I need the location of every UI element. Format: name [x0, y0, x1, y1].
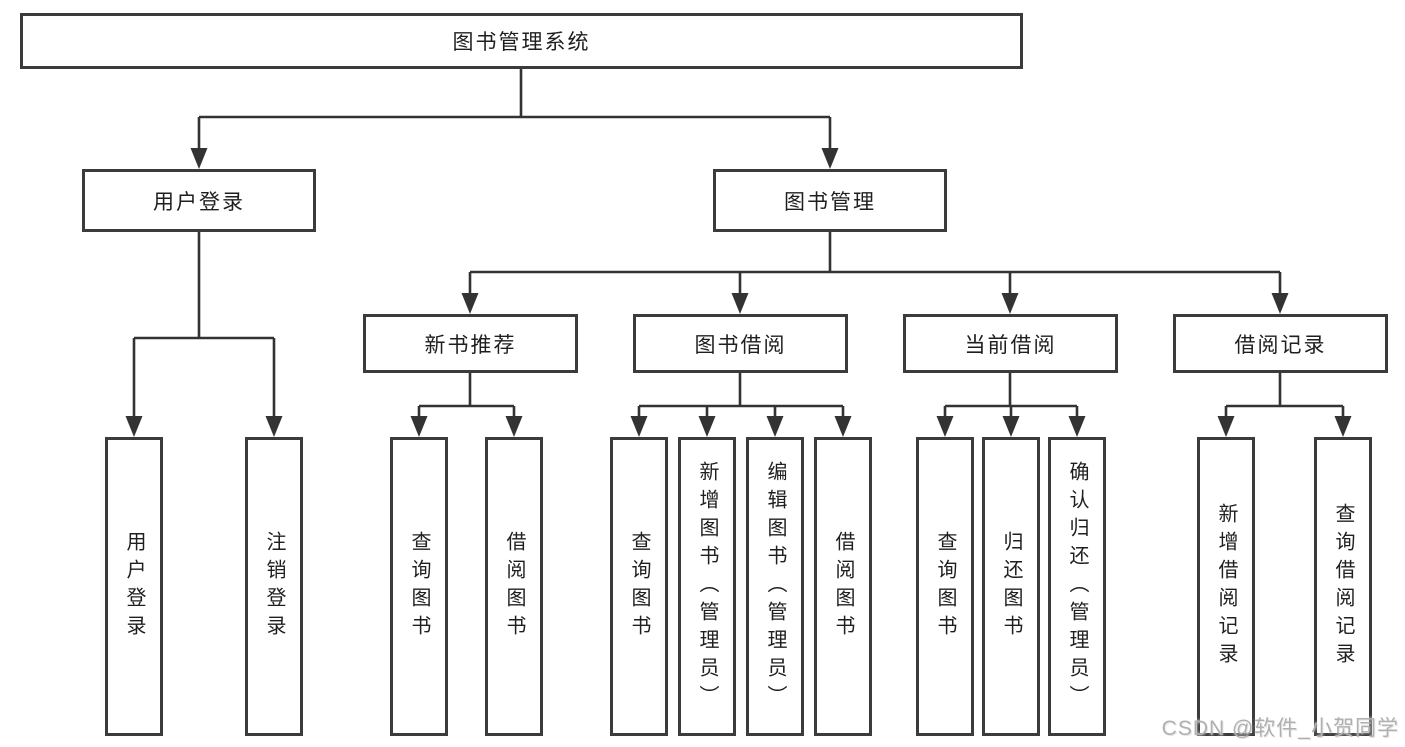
leaf-logout-label: 注销登录	[263, 530, 285, 643]
leaf-user-login: 用户登录	[105, 437, 163, 736]
leaf-query-books-1: 查询图书	[390, 437, 448, 736]
leaf-query-borrow-record-label: 查询借阅记录	[1332, 502, 1354, 671]
arrowhead-icons	[125, 148, 1352, 437]
arrow-down-icon	[936, 416, 954, 437]
leaf-query-borrow-record: 查询借阅记录	[1314, 437, 1372, 736]
node-user-login: 用户登录	[82, 169, 316, 232]
leaf-query-books-2: 查询图书	[610, 437, 668, 736]
leaf-return-books-label: 归还图书	[1000, 530, 1022, 643]
leaf-confirm-return-admin: 确认归还（管理员）	[1048, 437, 1106, 736]
arrow-down-icon	[698, 416, 716, 437]
watermark: CSDN @软件_小贺同学	[1161, 717, 1399, 740]
leaf-edit-books-admin-label: 编辑图书（管理员）	[764, 460, 786, 713]
leaf-add-books-admin-label: 新增图书（管理员）	[696, 460, 718, 713]
arrow-down-icon	[1334, 416, 1352, 437]
leaf-user-login-label: 用户登录	[123, 530, 145, 643]
leaf-borrow-books-2: 借阅图书	[814, 437, 872, 736]
arrow-down-icon	[505, 416, 523, 437]
arrow-down-icon	[1001, 293, 1019, 314]
arrow-down-icon	[731, 293, 749, 314]
leaf-confirm-return-admin-label: 确认归还（管理员）	[1066, 460, 1088, 713]
leaf-return-books: 归还图书	[982, 437, 1040, 736]
leaf-query-books-3: 查询图书	[916, 437, 974, 736]
arrow-down-icon	[1271, 293, 1289, 314]
arrow-down-icon	[766, 416, 784, 437]
leaf-add-borrow-record-label: 新增借阅记录	[1215, 502, 1237, 671]
arrow-down-icon	[461, 293, 479, 314]
arrow-down-icon	[834, 416, 852, 437]
arrow-down-icon	[1002, 416, 1020, 437]
node-borrow-records: 借阅记录	[1173, 314, 1388, 373]
node-book-management: 图书管理	[713, 169, 947, 232]
leaf-add-books-admin: 新增图书（管理员）	[678, 437, 736, 736]
node-current-borrow: 当前借阅	[903, 314, 1118, 373]
node-borrow-records-label: 借阅记录	[1234, 333, 1327, 357]
arrow-down-icon	[410, 416, 428, 437]
leaf-borrow-books-1-label: 借阅图书	[503, 530, 525, 643]
leaf-query-books-2-label: 查询图书	[628, 530, 650, 643]
arrow-down-icon	[1068, 416, 1086, 437]
tree-edges	[132, 68, 1345, 418]
leaf-query-books-1-label: 查询图书	[408, 530, 430, 643]
node-book-management-label: 图书管理	[784, 190, 876, 214]
arrow-down-icon	[190, 148, 208, 169]
leaf-borrow-books-2-label: 借阅图书	[832, 530, 854, 643]
node-root-system: 图书管理系统	[20, 13, 1023, 69]
node-root-system-label: 图书管理系统	[452, 31, 591, 54]
leaf-query-books-3-label: 查询图书	[934, 530, 956, 643]
node-book-borrow-label: 图书借阅	[694, 333, 787, 357]
arrow-down-icon	[265, 416, 283, 437]
arrow-down-icon	[1217, 416, 1235, 437]
leaf-add-borrow-record: 新增借阅记录	[1197, 437, 1255, 736]
node-current-borrow-label: 当前借阅	[964, 333, 1057, 357]
leaf-borrow-books-1: 借阅图书	[485, 437, 543, 736]
node-new-book-recommend-label: 新书推荐	[424, 333, 517, 357]
arrow-down-icon	[821, 148, 839, 169]
arrow-down-icon	[125, 416, 143, 437]
leaf-logout: 注销登录	[245, 437, 303, 736]
node-new-book-recommend: 新书推荐	[363, 314, 578, 373]
leaf-edit-books-admin: 编辑图书（管理员）	[746, 437, 804, 736]
arrow-down-icon	[630, 416, 648, 437]
node-book-borrow: 图书借阅	[633, 314, 848, 373]
node-user-login-label: 用户登录	[153, 190, 245, 214]
